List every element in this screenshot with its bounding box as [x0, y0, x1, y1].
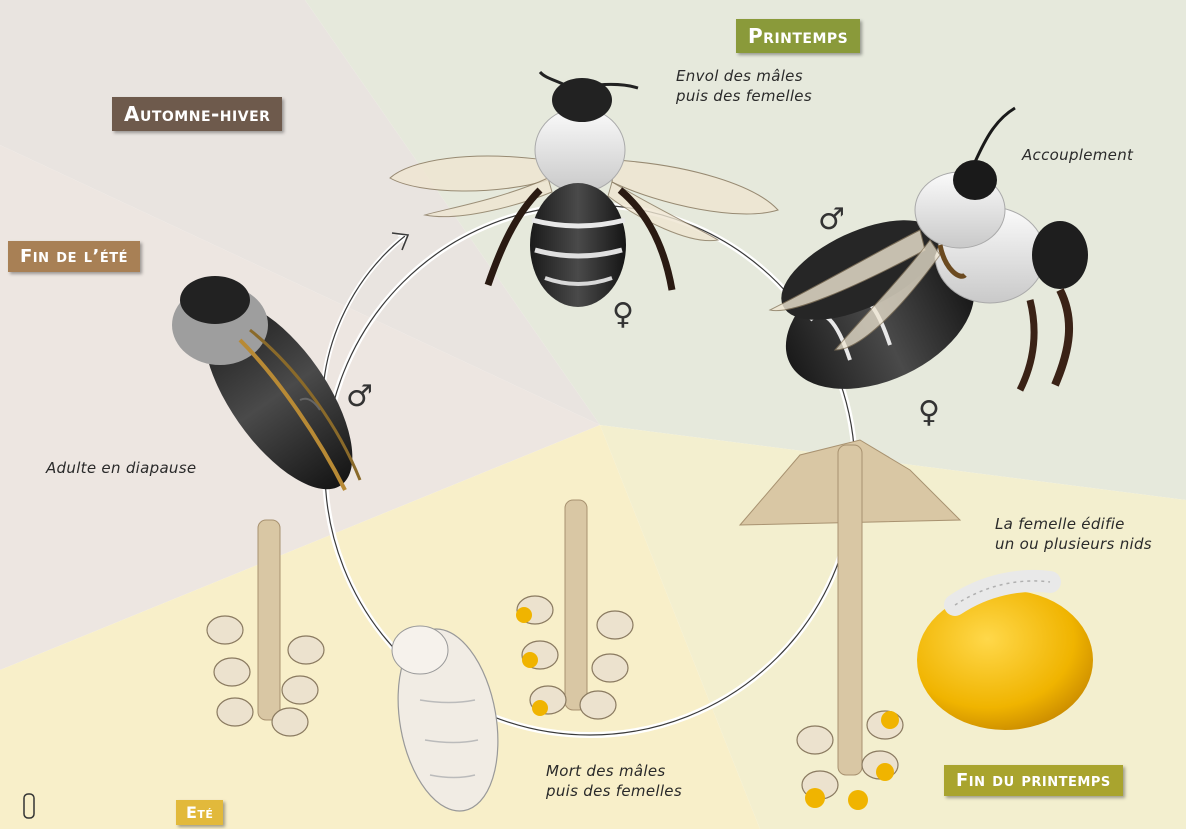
female-symbol-mating: ♀ — [918, 398, 940, 428]
female-symbol-flying-bee: ♀ — [612, 300, 634, 330]
caption-nid-line1: La femelle édifie — [995, 514, 1152, 534]
caption-diapause: Adulte en diapause — [46, 458, 196, 478]
caption-nid: La femelle édifie un ou plusieurs nids — [995, 514, 1152, 554]
male-symbol-mating: ♂ — [818, 205, 845, 235]
caption-nid-line2: un ou plusieurs nids — [995, 534, 1152, 554]
caption-envol-line1: Envol des mâles — [676, 66, 812, 86]
caption-mort-line1: Mort des mâles — [546, 761, 682, 781]
caption-envol: Envol des mâles puis des femelles — [676, 66, 812, 106]
caption-envol-line2: puis des femelles — [676, 86, 812, 106]
caption-accouplement: Accouplement — [1022, 145, 1133, 165]
season-label-fin-ete: Fin de l’été — [8, 241, 140, 272]
season-label-printemps: Printemps — [736, 19, 860, 53]
season-label-ete: Eté — [176, 800, 223, 825]
season-label-fin-printemps: Fin du printemps — [944, 765, 1123, 796]
male-symbol-diapause: ♂ — [346, 382, 373, 412]
season-label-automne-hiver: Automne-hiver — [112, 97, 282, 131]
caption-mort: Mort des mâles puis des femelles — [546, 761, 682, 801]
caption-mort-line2: puis des femelles — [546, 781, 682, 801]
